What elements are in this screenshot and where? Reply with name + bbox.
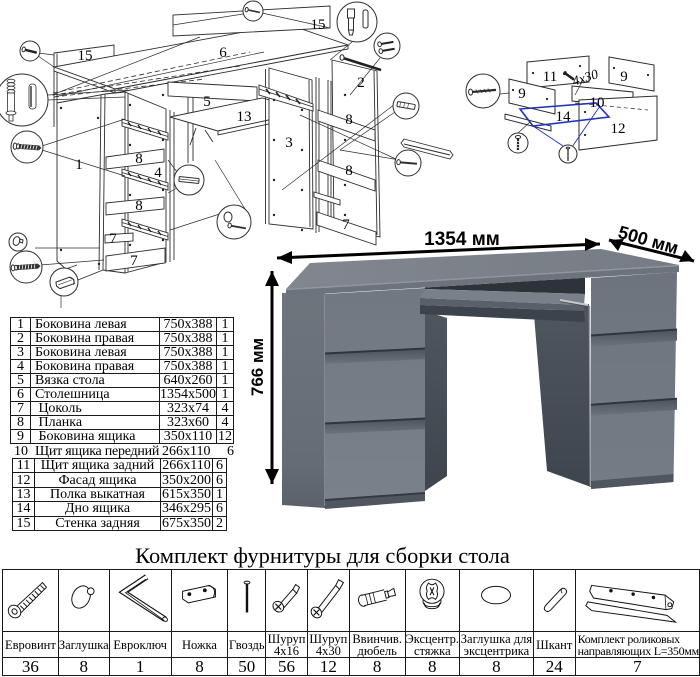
svg-text:7: 7 [130,253,138,269]
svg-text:9: 9 [620,69,628,85]
svg-text:1354 мм: 1354 мм [424,229,500,250]
svg-text:766 мм: 766 мм [248,338,267,396]
svg-text:2: 2 [357,75,365,91]
svg-text:15: 15 [311,17,326,33]
svg-text:7: 7 [109,231,117,247]
svg-text:12: 12 [611,121,626,137]
svg-text:7: 7 [342,217,350,233]
svg-text:11: 11 [543,69,557,85]
svg-text:14: 14 [556,109,572,125]
svg-text:13: 13 [237,109,252,125]
svg-text:8: 8 [345,163,353,179]
svg-text:15: 15 [78,48,93,64]
svg-text:8: 8 [135,151,143,167]
svg-text:500 мм: 500 мм [616,222,681,258]
svg-text:5: 5 [203,94,211,110]
svg-text:1: 1 [75,157,83,173]
svg-text:10: 10 [590,95,605,111]
svg-text:9: 9 [518,86,526,102]
svg-text:3: 3 [285,135,293,151]
svg-text:6: 6 [219,45,227,61]
svg-text:4: 4 [154,165,162,181]
svg-text:8: 8 [345,112,353,128]
svg-text:8: 8 [135,198,143,214]
